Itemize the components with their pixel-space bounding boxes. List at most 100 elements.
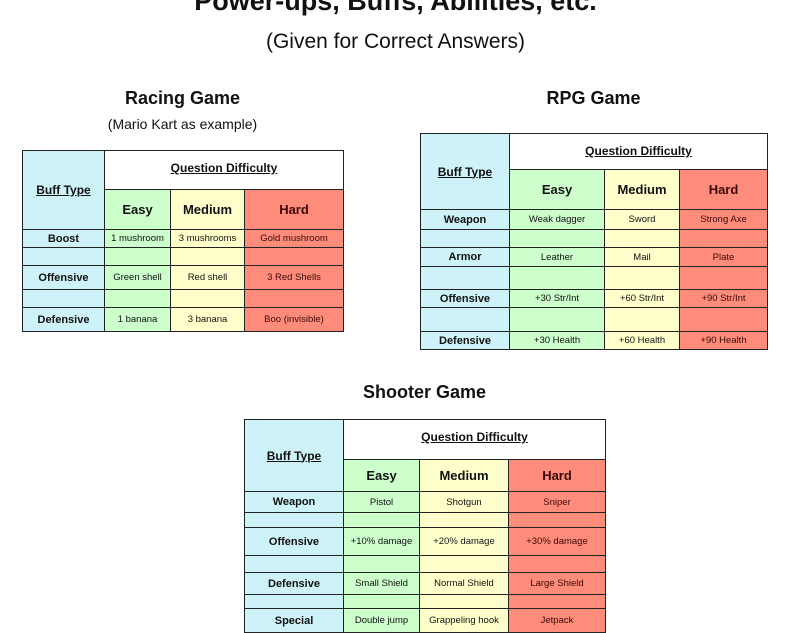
racing-game-title: Racing Game — [124, 88, 241, 108]
buff-cell-easy: +30 Health — [509, 331, 605, 350]
spacer-row — [244, 555, 606, 573]
buff-cell-easy — [104, 289, 171, 308]
spacer-row — [420, 266, 768, 290]
buff-cell-hard: Gold mushroom — [244, 229, 344, 248]
buff-cell-easy: Green shell — [104, 265, 171, 290]
difficulty-level-easy: Easy — [343, 459, 420, 492]
buff-cell-medium — [170, 247, 245, 266]
buff-cell-medium: Grappeling hook — [419, 608, 509, 633]
buff-type-label: Armor — [420, 247, 510, 267]
buff-cell-medium — [419, 555, 509, 573]
difficulty-level-medium: Medium — [170, 189, 245, 230]
difficulty-level-easy: Easy — [104, 189, 171, 230]
buff-type-label: Weapon — [244, 491, 344, 513]
buff-cell-hard: +90 Str/Int — [679, 289, 768, 308]
buff-cell-hard — [244, 289, 344, 308]
buff-cell-easy — [343, 594, 420, 609]
racing-game-note: (Mario Kart as example) — [107, 116, 258, 132]
buff-type-label: Defensive — [244, 572, 344, 595]
buff-cell-medium: Red shell — [170, 265, 245, 290]
difficulty-level-hard: Hard — [244, 189, 344, 230]
spacer-row — [244, 512, 606, 528]
buff-cell-easy: 1 mushroom — [104, 229, 171, 248]
buff-type-label: Defensive — [22, 307, 105, 332]
buff-cell-hard — [508, 512, 606, 528]
buff-type-label — [244, 594, 344, 609]
question-difficulty-header: Question Difficulty — [343, 419, 606, 460]
shooter-game-title: Shooter Game — [362, 382, 487, 402]
buff-type-label: Defensive — [420, 331, 510, 350]
buff-cell-easy: Pistol — [343, 491, 420, 513]
buff-cell-medium: +60 Str/Int — [604, 289, 680, 308]
buff-type-label: Offensive — [244, 527, 344, 556]
buff-cell-hard: Large Shield — [508, 572, 606, 595]
buff-cell-easy: Small Shield — [343, 572, 420, 595]
difficulty-level-hard: Hard — [679, 169, 768, 210]
buff-cell-hard: Plate — [679, 247, 768, 267]
buff-cell-hard — [508, 594, 606, 609]
buff-cell-easy: +30 Str/Int — [509, 289, 605, 308]
question-difficulty-header: Question Difficulty — [509, 133, 768, 170]
buff-cell-hard — [679, 307, 768, 332]
buff-cell-medium: Sword — [604, 209, 680, 230]
spacer-row — [22, 289, 344, 308]
buff-cell-easy: Leather — [509, 247, 605, 267]
question-difficulty-header: Question Difficulty — [104, 150, 344, 190]
buff-cell-medium — [419, 594, 509, 609]
spacer-row — [420, 307, 768, 332]
buff-type-header: Buff Type — [22, 150, 105, 230]
buff-cell-hard: Strong Axe — [679, 209, 768, 230]
buff-cell-medium — [419, 512, 509, 528]
difficulty-level-easy: Easy — [509, 169, 605, 210]
buff-type-header: Buff Type — [420, 133, 510, 210]
difficulty-level-hard: Hard — [508, 459, 606, 492]
buff-type-label: Offensive — [22, 265, 105, 290]
buff-cell-hard — [244, 247, 344, 266]
buff-cell-medium: 3 banana — [170, 307, 245, 332]
buff-cell-medium: 3 mushrooms — [170, 229, 245, 248]
table-row: Offensive+30 Str/Int+60 Str/Int+90 Str/I… — [420, 289, 768, 308]
table-row: Offensive+10% damage+20% damage+30% dama… — [244, 527, 606, 556]
buff-cell-easy: Weak dagger — [509, 209, 605, 230]
spacer-row — [420, 229, 768, 248]
buff-type-header: Buff Type — [244, 419, 344, 492]
buff-cell-hard — [679, 266, 768, 290]
buff-cell-hard: +30% damage — [508, 527, 606, 556]
difficulty-level-medium: Medium — [419, 459, 509, 492]
buff-type-label — [420, 229, 510, 248]
buff-type-label — [22, 289, 105, 308]
page-title: Power-ups, Buffs, Abilities, etc. — [194, 0, 597, 16]
buff-cell-easy — [343, 555, 420, 573]
buff-cell-medium: Normal Shield — [419, 572, 509, 595]
buff-cell-medium — [604, 266, 680, 290]
buff-type-label — [420, 266, 510, 290]
buff-cell-hard: 3 Red Shells — [244, 265, 344, 290]
buff-cell-easy: +10% damage — [343, 527, 420, 556]
buff-cell-hard: +90 Health — [679, 331, 768, 350]
buff-cell-easy: 1 banana — [104, 307, 171, 332]
buff-cell-medium: +20% damage — [419, 527, 509, 556]
buff-type-label: Boost — [22, 229, 105, 248]
buff-cell-easy — [509, 229, 605, 248]
buff-type-label: Offensive — [420, 289, 510, 308]
buff-cell-easy — [509, 307, 605, 332]
buff-cell-medium — [604, 307, 680, 332]
buff-cell-medium — [170, 289, 245, 308]
buff-cell-easy — [343, 512, 420, 528]
buff-type-label — [22, 247, 105, 266]
buff-cell-medium: +60 Health — [604, 331, 680, 350]
buff-cell-hard: Boo (invisible) — [244, 307, 344, 332]
buff-cell-medium — [604, 229, 680, 248]
spacer-row — [244, 594, 606, 609]
